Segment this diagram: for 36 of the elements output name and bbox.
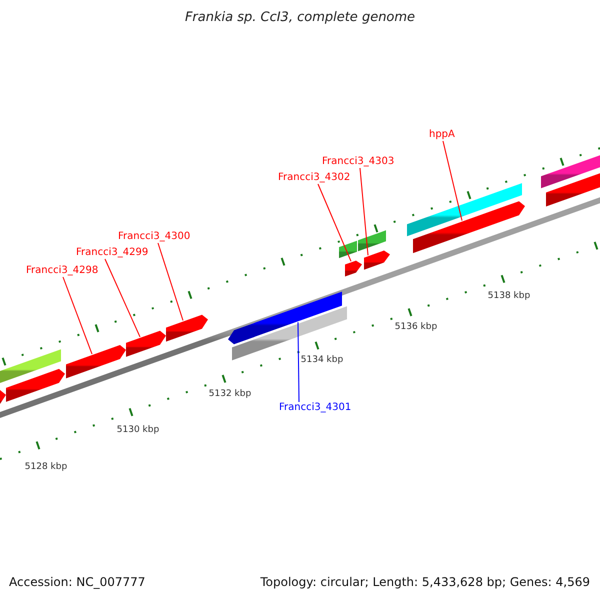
leader-line	[360, 168, 368, 256]
gene-feature	[166, 314, 208, 342]
gene-label: Francci3_4298	[26, 265, 98, 277]
gene-label: Francci3_4302	[278, 172, 350, 184]
gene-label: Francci3_4300	[118, 231, 190, 243]
scale-label: 5134 kbp	[300, 354, 344, 366]
leader-line	[442, 140, 462, 222]
gene-feature	[0, 349, 61, 383]
scale-label: 5130 kbp	[116, 424, 160, 436]
gene-feature	[6, 368, 65, 402]
gene-label: Francci3_4301	[279, 402, 352, 414]
gene-label: Francci3_4299	[76, 247, 148, 259]
gene-feature	[413, 201, 525, 254]
gene-feature	[407, 183, 522, 236]
gene-feature	[126, 330, 166, 357]
leader-line	[318, 184, 352, 262]
gene-feature	[345, 260, 362, 276]
leader-line	[298, 322, 300, 402]
scale-label: 5136 kbp	[394, 322, 438, 332]
leader-line	[104, 258, 140, 338]
gene-feature	[546, 171, 600, 206]
accession-text: Accession: NC_007777	[9, 575, 146, 590]
scale-label: 5132 kbp	[208, 388, 252, 400]
leader-line	[62, 276, 92, 355]
scale-label: 5128 kbp	[24, 462, 68, 472]
gene-feature	[364, 250, 390, 270]
gene-feature	[358, 230, 386, 252]
gene-label: hppA	[429, 129, 455, 141]
gene-feature	[228, 292, 342, 344]
scale-label: 5138 kbp	[488, 290, 530, 302]
leader-line	[158, 242, 184, 321]
gene-label: Francci3_4303	[322, 156, 394, 168]
genome-summary-text: Topology: circular; Length: 5,433,628 bp; Genes: 4,569	[260, 575, 590, 590]
gene-feature	[66, 345, 126, 378]
title: Frankia sp. CcI3, complete genome	[184, 10, 416, 25]
gene-feature	[339, 240, 357, 258]
